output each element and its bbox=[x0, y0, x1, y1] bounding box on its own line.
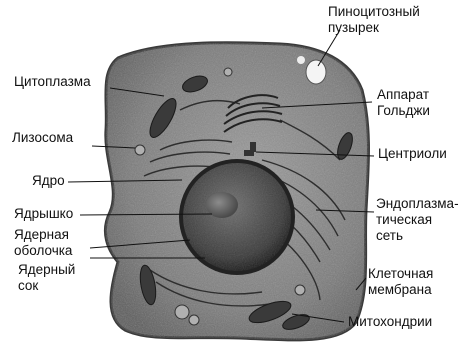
label-golgi-line1: Аппарат bbox=[377, 87, 430, 103]
label-er-line3: сеть bbox=[376, 228, 459, 244]
label-er-line2: тическая bbox=[376, 212, 459, 228]
label-golgi: Аппарат Гольджи bbox=[377, 87, 430, 119]
label-nuclear-envelope-line2: оболочка bbox=[14, 243, 72, 259]
label-membrane-line1: Клеточная bbox=[368, 266, 433, 282]
label-nucleolus: Ядрышко bbox=[14, 206, 73, 222]
label-cytoplasm: Цитоплазма bbox=[14, 74, 91, 90]
label-er-line1: Эндоплазма- bbox=[376, 196, 459, 212]
label-golgi-line2: Гольджи bbox=[377, 103, 430, 119]
label-membrane-line2: мембрана bbox=[368, 282, 433, 298]
label-cell-membrane: Клеточная мембрана bbox=[368, 266, 433, 298]
label-nuclear-envelope-line1: Ядерная bbox=[14, 227, 72, 243]
label-lysosome: Лизосома bbox=[12, 130, 73, 146]
label-mitochondria: Митохондрии bbox=[348, 314, 432, 330]
label-nuclear-envelope: Ядерная оболочка bbox=[14, 227, 72, 259]
label-nuclear-sap-line1: Ядерный bbox=[18, 262, 75, 278]
label-er: Эндоплазма- тическая сеть bbox=[376, 196, 459, 244]
label-nuclear-sap-line2: сок bbox=[18, 278, 75, 294]
label-pinocytic-line1: Пиноцитозный bbox=[328, 4, 420, 20]
label-nuclear-sap: Ядерный сок bbox=[18, 262, 75, 294]
label-nucleus: Ядро bbox=[32, 173, 65, 189]
label-pinocytic-line2: пузырек bbox=[328, 20, 420, 36]
label-pinocytic-vesicle: Пиноцитозный пузырек bbox=[328, 4, 420, 36]
label-centrioles: Центриоли bbox=[378, 146, 447, 162]
